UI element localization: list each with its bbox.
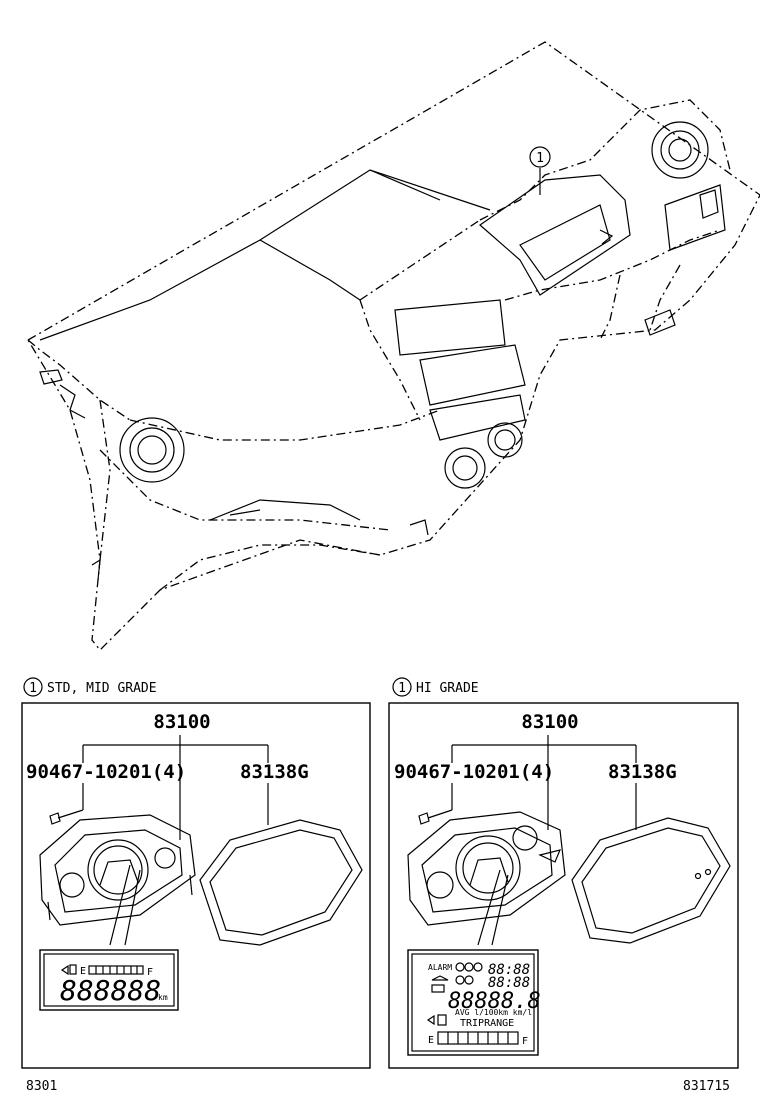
panel-hi-grade: 1 HI GRADE 83100 90467-10201(4) 83138G bbox=[388, 677, 739, 1069]
footer-section-code: 8301 bbox=[26, 1079, 57, 1094]
lcd-triprange: TRIPRANGE bbox=[460, 1018, 514, 1029]
lens-part-number: 83138G bbox=[608, 761, 677, 783]
meter-cluster-drawing bbox=[39, 814, 196, 946]
lcd-detail: ALARM 88:88 88:88 88888.8 AVG l/100km km… bbox=[407, 949, 541, 1056]
dashboard-illustration: 1 bbox=[27, 41, 760, 651]
lcd-avg: AVG l/100km km/l bbox=[455, 1008, 532, 1017]
grade-label: STD, MID GRADE bbox=[47, 681, 157, 696]
screw-part-number: 90467-10201(4) bbox=[26, 761, 186, 783]
lens-part-number: 83138G bbox=[240, 761, 309, 783]
footer-illustration-code: 831715 bbox=[683, 1079, 730, 1094]
assembly-part-number: 83100 bbox=[521, 711, 578, 733]
parts-frame bbox=[388, 702, 739, 1069]
panel-std-mid-grade: 1 STD, MID GRADE 83100 90467-10201(4) 83… bbox=[21, 677, 371, 1069]
lcd-clock-top: 88:88 bbox=[488, 962, 530, 978]
lens-drawing bbox=[571, 817, 731, 944]
grade-label: HI GRADE bbox=[416, 681, 479, 696]
lcd-odometer: 888888 bbox=[60, 974, 161, 1007]
screw-part-number: 90467-10201(4) bbox=[394, 761, 554, 783]
lens-drawing bbox=[199, 819, 363, 946]
lcd-detail: E F 888888 km bbox=[39, 949, 179, 1011]
lcd-fuel-f: F bbox=[147, 967, 153, 978]
lcd-odometer: 88888.8 bbox=[448, 989, 541, 1014]
lcd-clock-bottom: 88:88 bbox=[488, 975, 530, 991]
lcd-fuel-e: E bbox=[428, 1035, 434, 1046]
meter-cluster-drawing bbox=[407, 811, 566, 946]
lcd-unit: km bbox=[158, 993, 168, 1002]
assembly-part-number: 83100 bbox=[153, 711, 210, 733]
panel-callout-number: 1 bbox=[29, 681, 37, 696]
parts-frame bbox=[21, 702, 371, 1069]
callout-number: 1 bbox=[536, 151, 544, 166]
lcd-alarm: ALARM bbox=[428, 963, 452, 972]
lcd-fuel-f: F bbox=[522, 1036, 528, 1047]
lcd-fuel-e: E bbox=[80, 966, 86, 977]
panel-callout-number: 1 bbox=[398, 681, 406, 696]
